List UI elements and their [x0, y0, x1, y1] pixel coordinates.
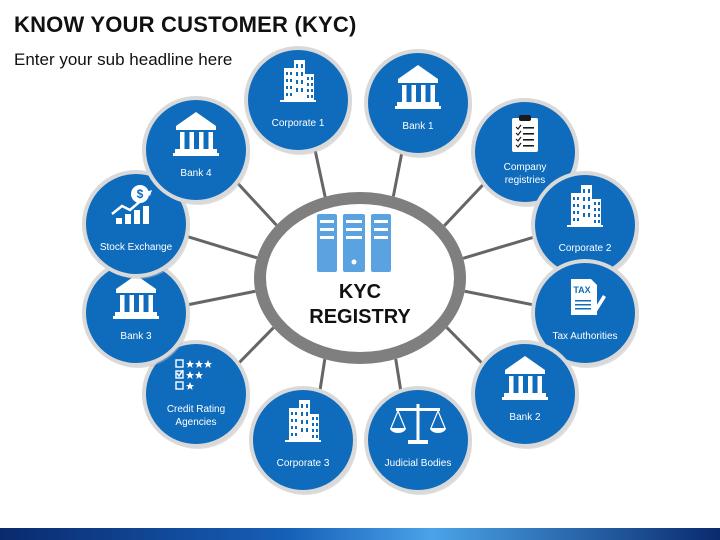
node-label: Tax Authorities — [552, 331, 617, 342]
node-bank-1: Bank 1 — [364, 49, 472, 158]
node-label: Judicial Bodies — [385, 458, 452, 469]
svg-text:$: $ — [137, 187, 144, 201]
connector-bank-1 — [391, 150, 404, 197]
connector-company-registries — [443, 181, 487, 227]
node-judicial-bodies: Judicial Bodies — [364, 386, 472, 495]
node-label: Credit Rating — [167, 404, 225, 415]
footer-bar — [0, 528, 720, 540]
node-bank-4: Bank 4 — [142, 96, 250, 205]
connector-corporate-2 — [462, 235, 537, 260]
center-disc — [266, 204, 454, 352]
center-label-line2: REGISTRY — [309, 306, 411, 328]
scales-icon — [390, 404, 446, 444]
bank-icon — [113, 275, 159, 319]
node-label: Corporate 1 — [272, 118, 325, 129]
node-circle — [142, 340, 250, 448]
connector-bank-4 — [234, 179, 278, 227]
nodes: Corporate 1 Bank 1 Company registriesCorpor… — [82, 46, 639, 495]
building-icon — [567, 185, 603, 227]
connector-corporate-1 — [312, 146, 327, 198]
node-label: registries — [505, 175, 546, 186]
page-subtitle: Enter your sub headline here — [14, 50, 233, 69]
node-corporate-3: Corporate 3 — [249, 386, 357, 495]
rating-checklist-icon — [175, 359, 212, 390]
node-label: Corporate 2 — [559, 243, 612, 254]
node-label: Agencies — [175, 417, 216, 428]
connector-judicial-bodies — [394, 358, 403, 394]
node-bank-3: Bank 3 — [82, 259, 190, 368]
stock-chart-icon: $ — [111, 185, 152, 224]
connector-tax-authorities — [464, 289, 536, 307]
center-hub: KYC REGISTRY — [254, 192, 466, 364]
building-icon — [285, 400, 321, 442]
connectors — [184, 146, 537, 394]
tax-document-icon: TAX — [571, 279, 606, 315]
node-label: Bank 1 — [402, 121, 434, 132]
node-bank-2: Bank 2 — [471, 340, 579, 449]
building-icon — [280, 60, 316, 102]
node-label: Company — [504, 162, 547, 173]
clipboard-icon — [512, 115, 538, 152]
connector-stock-exchange — [184, 234, 258, 260]
node-label: Corporate 3 — [277, 458, 330, 469]
bank-icon — [173, 112, 219, 156]
node-label: Bank 2 — [509, 412, 541, 423]
node-stock-exchange: $ Stock Exchange — [82, 170, 190, 279]
node-tax-authorities: TAX Tax Authorities — [531, 259, 639, 368]
connector-bank-3 — [185, 289, 256, 307]
svg-text:TAX: TAX — [573, 285, 590, 295]
connector-corporate-3 — [318, 358, 327, 394]
page-title: KNOW YOUR CUSTOMER (KYC) — [14, 12, 357, 37]
server-rack-icon — [317, 214, 391, 272]
center-label-line1: KYC — [339, 281, 381, 303]
node-corporate-1: Corporate 1 — [244, 46, 352, 155]
connector-credit-rating-agencies — [235, 326, 275, 367]
node-company-registries: Company registries — [471, 98, 579, 207]
node-label: Stock Exchange — [100, 242, 173, 253]
connector-bank-2 — [445, 326, 486, 367]
node-label: Bank 4 — [180, 168, 212, 179]
bank-icon — [502, 356, 548, 400]
node-label: Bank 3 — [120, 331, 152, 342]
node-corporate-2: Corporate 2 — [531, 171, 639, 280]
bank-icon — [395, 65, 441, 109]
